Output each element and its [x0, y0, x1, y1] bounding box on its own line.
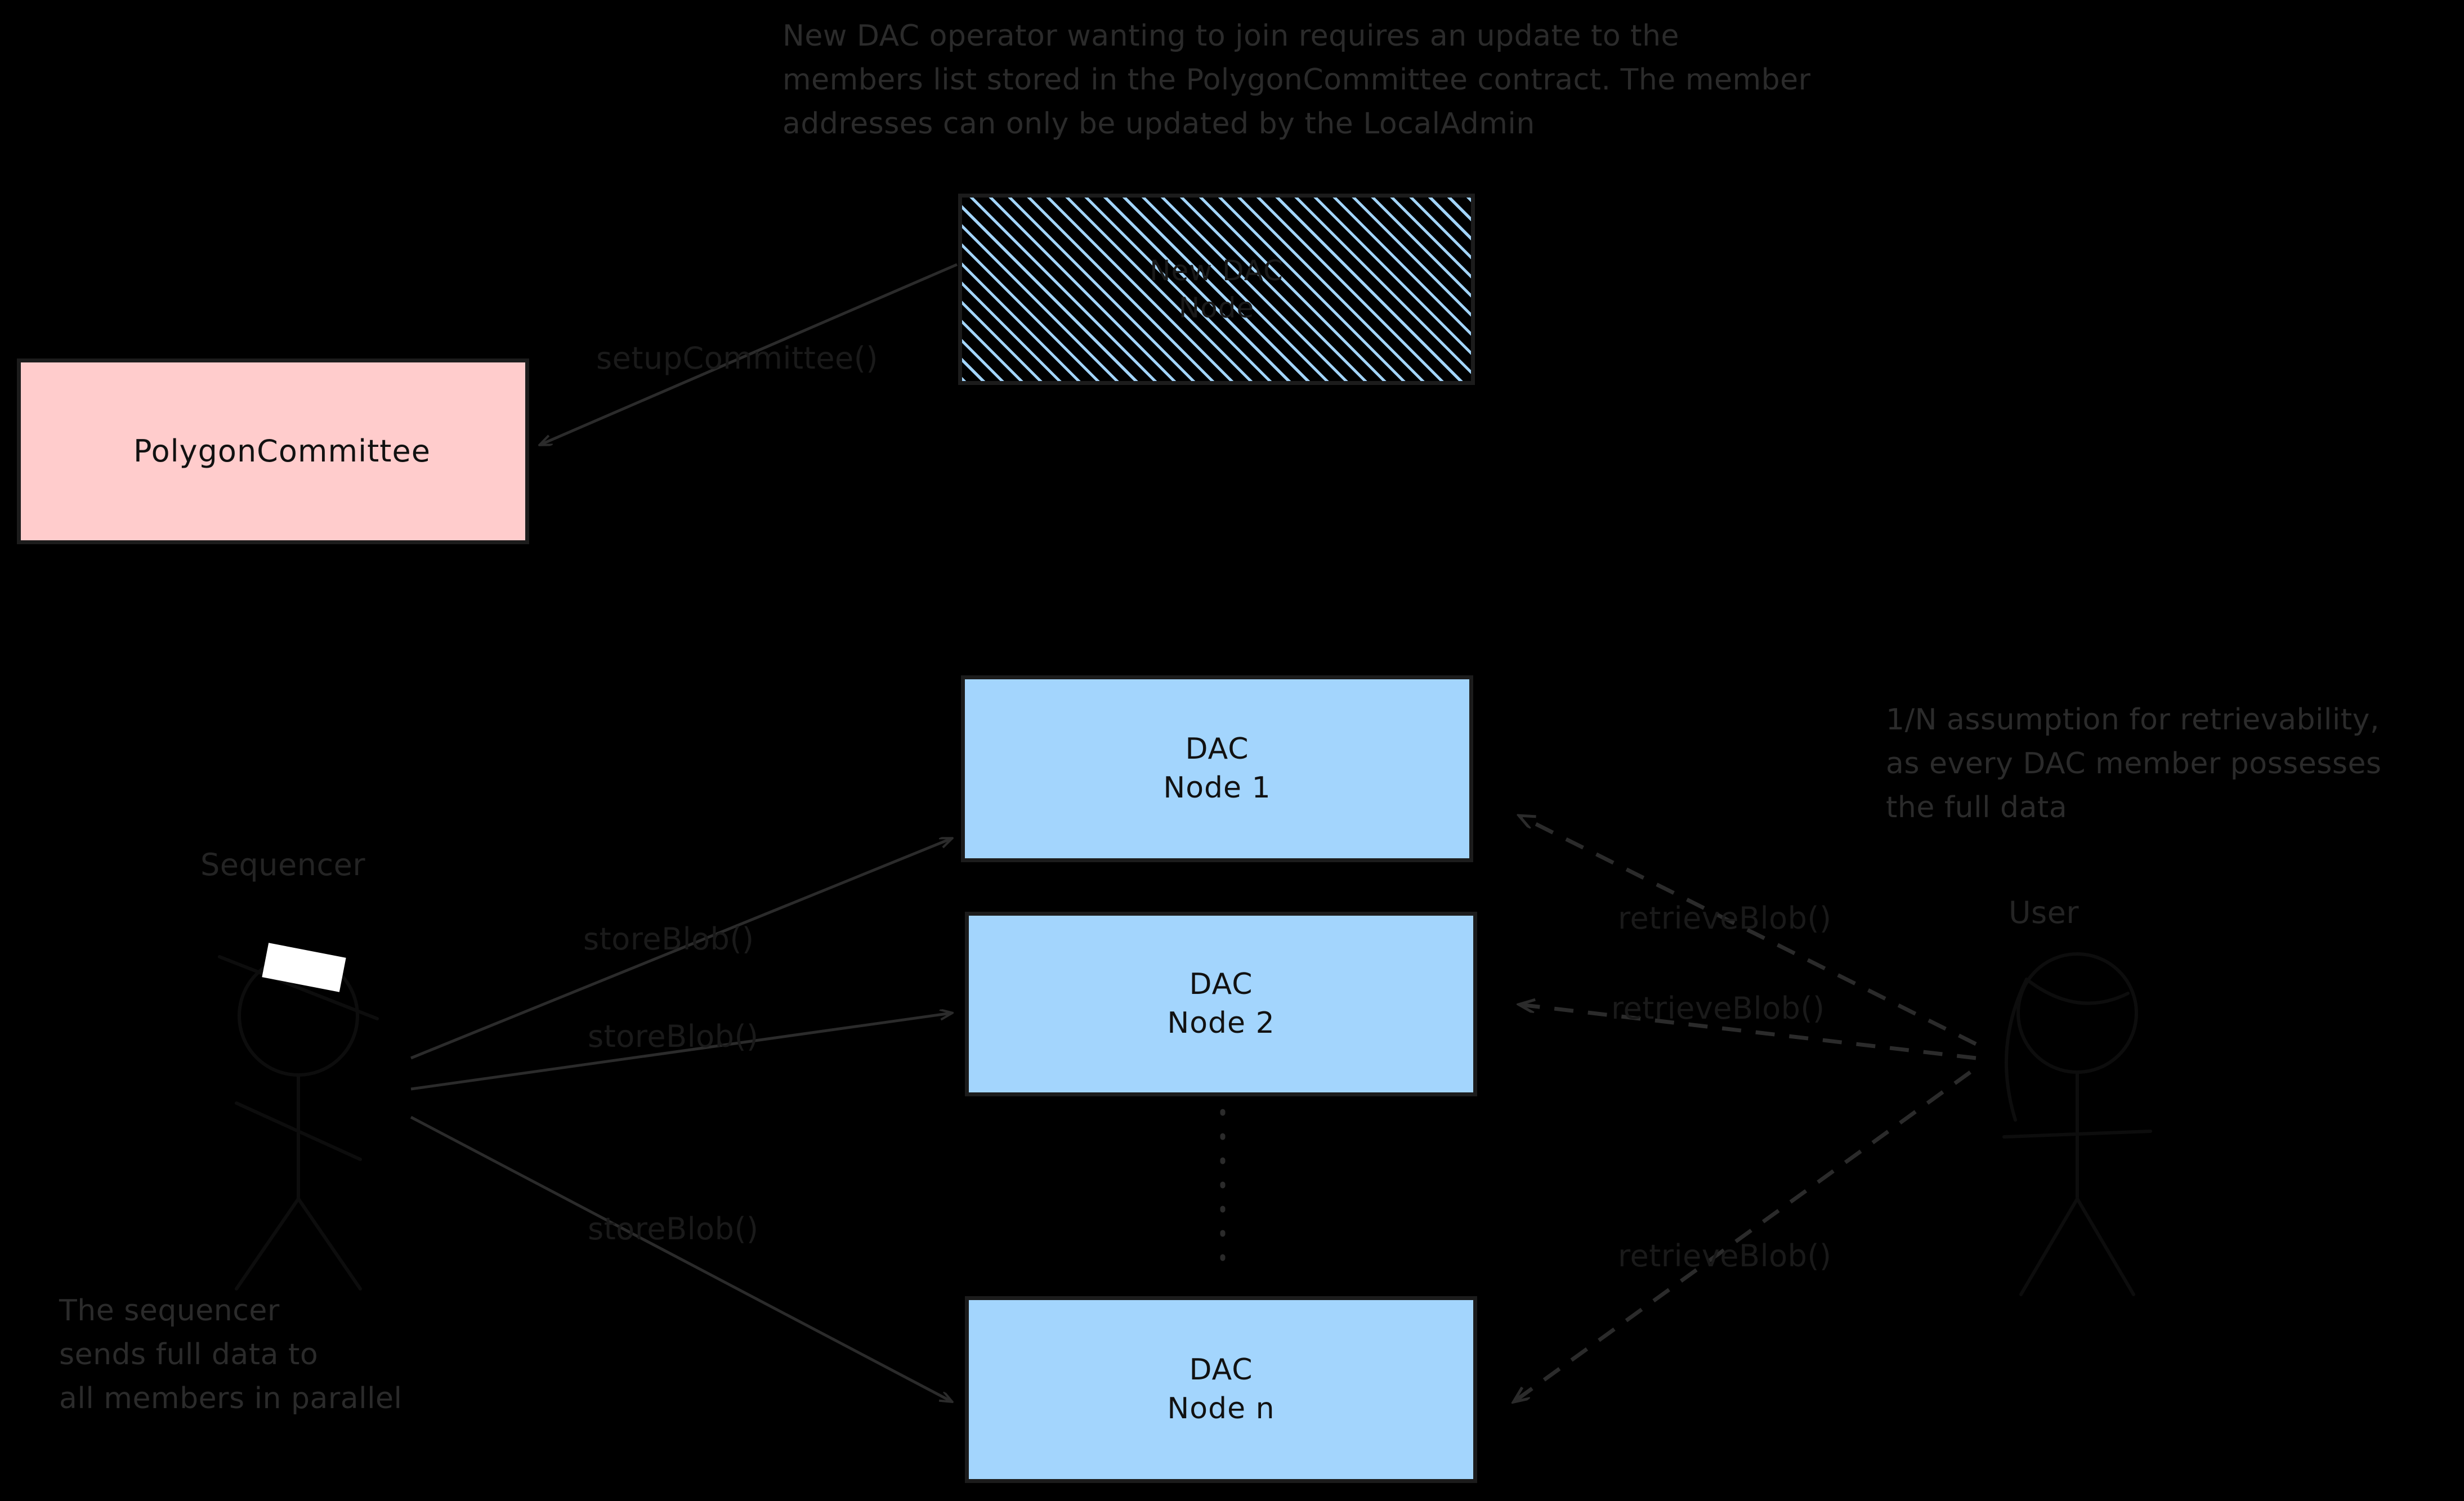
new-dac-node-line-1: New DAC [1150, 254, 1284, 287]
user-figure [2002, 952, 2152, 1296]
dac-node-1-line-2: Node 1 [1163, 771, 1271, 805]
sequencer-label: Sequencer [200, 847, 366, 882]
edge-setup-committee [540, 263, 958, 445]
edge-label-retrieve-blob-1: retrieveBlob() [1618, 900, 1832, 936]
user-label: User [2009, 895, 2080, 930]
annotation-top-note: New DAC operator wanting to join require… [782, 19, 1811, 141]
node-new-dac-node[interactable]: New DAC Node [958, 194, 1475, 385]
annotation-bottom-left-note: The sequencer sends full data to all mem… [59, 1294, 403, 1415]
edge-retrieve-blob-n [1514, 1070, 1972, 1401]
new-dac-node-line-2: Node [1178, 292, 1255, 324]
node-dac-node-1[interactable]: DAC Node 1 [961, 675, 1473, 862]
dac-node-2-line-1: DAC [1189, 967, 1253, 1002]
dac-node-1-line-1: DAC [1185, 732, 1249, 767]
edge-label-store-blob-n: storeBlob() [588, 1211, 759, 1247]
polygon-committee-label: PolygonCommittee [133, 433, 431, 469]
edge-label-store-blob-1: storeBlob() [583, 921, 754, 957]
node-dac-node-2[interactable]: DAC Node 2 [965, 912, 1477, 1096]
dac-node-n-line-1: DAC [1189, 1353, 1253, 1387]
node-dac-node-n[interactable]: DAC Node n [965, 1296, 1477, 1483]
edge-label-setup-committee-top: setupCommittee() [596, 340, 878, 376]
annotation-right-note: 1/N assumption for retrievability, as ev… [1886, 703, 2382, 825]
edge-retrieve-blob-1 [1520, 816, 1977, 1046]
dac-node-2-line-2: Node 2 [1167, 1006, 1275, 1040]
edge-store-blob-2 [410, 1013, 951, 1091]
edge-store-blob-1 [410, 839, 951, 1060]
edge-label-retrieve-blob-2: retrieveBlob() [1611, 991, 1825, 1026]
sequencer-figure [218, 955, 379, 1291]
dac-node-n-line-2: Node n [1167, 1392, 1275, 1426]
edge-retrieve-blob-2 [1520, 1005, 1976, 1060]
edge-label-store-blob-2: storeBlob() [588, 1019, 759, 1054]
edge-store-blob-n [410, 1115, 951, 1401]
edge-label-retrieve-blob-n: retrieveBlob() [1618, 1238, 1832, 1274]
node-polygon-committee[interactable]: PolygonCommittee [17, 359, 529, 544]
